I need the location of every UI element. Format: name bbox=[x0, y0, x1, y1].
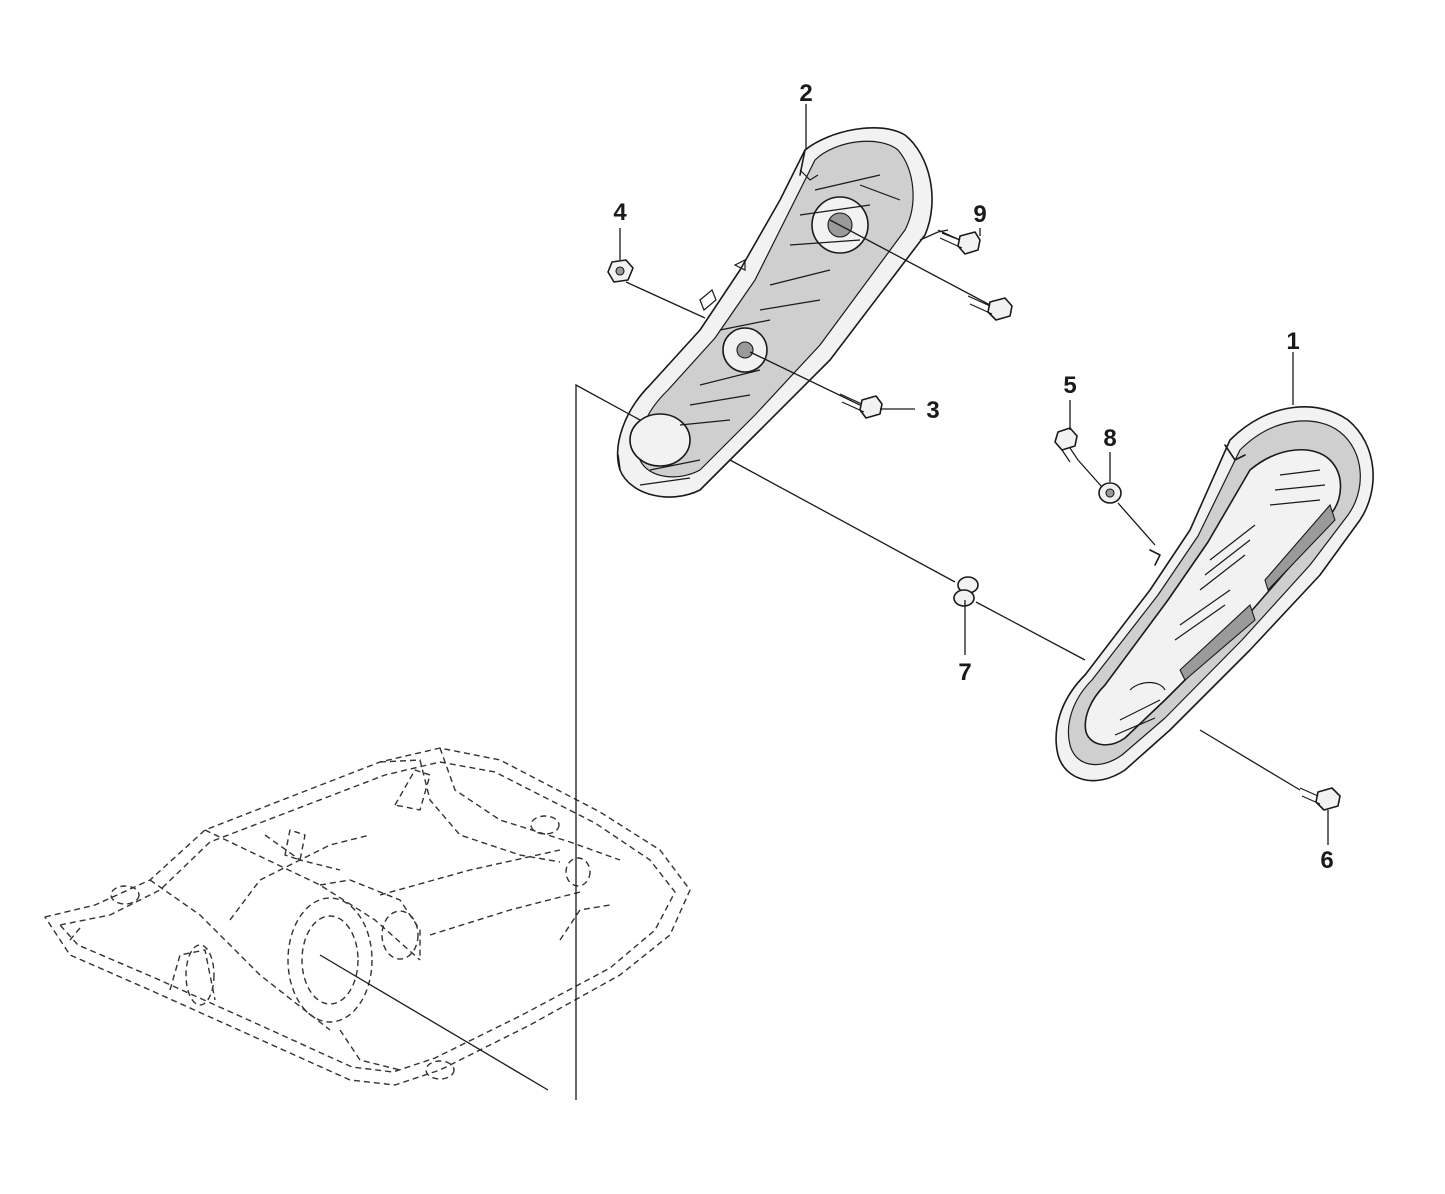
callout-labels: 1 2 3 4 5 6 7 8 9 bbox=[613, 80, 1333, 874]
clip-7 bbox=[953, 576, 979, 607]
inner-belt-guard bbox=[616, 127, 933, 498]
assembly-lines bbox=[319, 219, 1301, 1100]
screw-3 bbox=[839, 393, 883, 419]
callout-1: 1 bbox=[1286, 328, 1299, 355]
screw-6 bbox=[1299, 787, 1341, 811]
nut-4 bbox=[607, 259, 634, 283]
callout-2: 2 bbox=[799, 80, 812, 107]
callout-6: 6 bbox=[1320, 847, 1333, 874]
screw-9-lower bbox=[967, 295, 1013, 321]
phantom-housing bbox=[44, 747, 691, 1086]
callout-3: 3 bbox=[926, 397, 939, 424]
callout-8: 8 bbox=[1103, 425, 1116, 452]
screw-5 bbox=[1054, 427, 1079, 463]
callout-7: 7 bbox=[958, 659, 971, 686]
callout-leaders bbox=[619, 104, 1329, 845]
outer-belt-guard bbox=[1055, 406, 1374, 782]
callout-5: 5 bbox=[1063, 372, 1076, 399]
callout-4: 4 bbox=[613, 199, 627, 226]
callout-9: 9 bbox=[973, 201, 986, 228]
washer-8 bbox=[1098, 482, 1122, 504]
